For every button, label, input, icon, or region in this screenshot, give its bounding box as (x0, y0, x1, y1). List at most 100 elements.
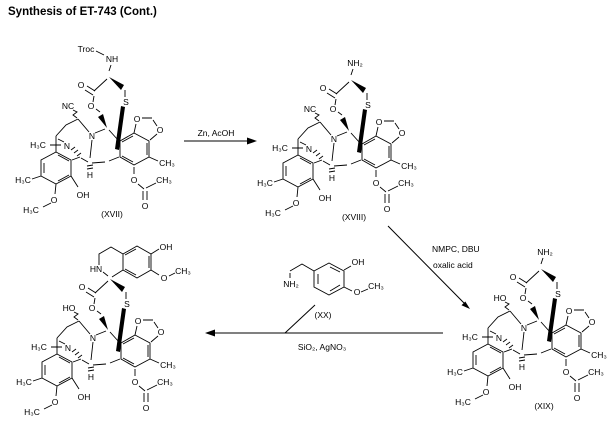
o-carbonyl-label: O (320, 83, 327, 93)
bond (475, 346, 502, 374)
bond (523, 348, 552, 356)
n-central-label: N (89, 131, 95, 141)
amine-group: NH₂ (537, 247, 553, 265)
bond (474, 375, 489, 400)
bond (98, 114, 107, 128)
h3c-n-label: H₃C (272, 143, 288, 153)
bond (84, 85, 96, 96)
o-aryl-label: O (373, 178, 380, 188)
amine-group: NH₂ (347, 58, 363, 76)
h3c-n-label: H₃C (462, 332, 478, 342)
bond (122, 245, 152, 279)
h3c-ome-label: H₃C (455, 397, 471, 407)
o-acyl-label: O (143, 403, 150, 413)
bond (71, 377, 80, 390)
bond (134, 369, 158, 402)
o-ome-label: O (51, 195, 58, 205)
bond (314, 112, 320, 122)
o-ester-label: O (89, 303, 96, 313)
bond (86, 164, 94, 170)
bond (541, 269, 556, 282)
bond (31, 175, 42, 180)
s-label: S (555, 289, 561, 299)
o-acyl-label: O (142, 201, 149, 211)
nh2-label: NH₂ (347, 58, 363, 68)
n-left-label: N (496, 333, 502, 343)
bond (375, 120, 400, 144)
bond (71, 139, 93, 163)
h3c-ome-label: H₃C (24, 407, 40, 417)
o-label: O (354, 287, 361, 297)
bond (99, 316, 108, 330)
scheme-title: Synthesis of ET-743 (Cont.) (8, 6, 157, 18)
bond (95, 50, 112, 72)
structure-xix: NH₂ O O (447, 247, 607, 411)
bond (85, 287, 97, 298)
bond (334, 98, 337, 106)
bond (361, 135, 392, 169)
bond (527, 300, 533, 305)
bond (312, 149, 324, 160)
bond (109, 77, 124, 90)
bond (93, 297, 96, 305)
structure-et743: HN OH O CH₃ (16, 242, 191, 417)
o-aryl-label: O (132, 377, 139, 387)
bond (289, 263, 315, 278)
troc-nh-group: Troc NH (78, 44, 118, 72)
bond (503, 331, 525, 355)
bond (55, 118, 90, 152)
bond (540, 257, 544, 265)
id-label: (XVIII) (342, 212, 366, 222)
bond (133, 117, 158, 141)
ch3-thiq-label: CH₃ (175, 266, 191, 276)
oh-phenol-label: OH (509, 382, 522, 392)
bond (95, 108, 101, 113)
arrow2-reagents-line1: NMPC, DBU (432, 244, 480, 254)
c21-label: HO (63, 303, 76, 313)
bond (326, 88, 338, 99)
bond (51, 340, 66, 348)
bond (119, 132, 150, 166)
bond (93, 78, 108, 92)
bond (530, 306, 539, 320)
o-ome-label: O (52, 397, 59, 407)
bond (41, 353, 73, 387)
bond (282, 154, 314, 188)
o-diox1-label: O (134, 114, 141, 124)
ch3-right-label: CH₃ (401, 161, 417, 171)
bond (122, 337, 149, 365)
arrow-2: NMPC, DBU oxalic acid (387, 225, 480, 309)
bond (518, 356, 526, 362)
arrow-3: SiO₂, AgNO₃ (205, 304, 443, 352)
o-diox1-label: O (566, 306, 573, 316)
n-central-label: N (521, 323, 527, 333)
n-left-label: N (65, 343, 71, 353)
bond (292, 141, 307, 149)
o-carbonyl-label: O (510, 272, 517, 282)
bond (87, 366, 95, 372)
o-ester-label: O (88, 101, 95, 111)
bond (297, 121, 332, 155)
bond (43, 385, 58, 410)
c21-label: NC (304, 104, 316, 114)
n-central-label: N (90, 333, 96, 343)
nh2-label: NH₂ (537, 247, 553, 257)
s-label: S (365, 100, 371, 110)
bond (363, 138, 390, 166)
nh-label: NH (106, 54, 118, 64)
hn-label: HN (90, 264, 102, 274)
troc-label: Troc (78, 44, 95, 54)
o-diox2-label: O (399, 128, 406, 138)
bond (340, 117, 349, 131)
bond (73, 311, 79, 321)
oh-phenol-label: OH (77, 190, 90, 200)
bond (313, 262, 345, 296)
o-diox2-label: O (157, 125, 164, 135)
bond (526, 320, 551, 333)
h3c-ome-label: H₃C (23, 205, 39, 215)
bond (42, 183, 57, 208)
o-ester-label: O (330, 104, 337, 114)
o-diox2-label: O (589, 317, 596, 327)
